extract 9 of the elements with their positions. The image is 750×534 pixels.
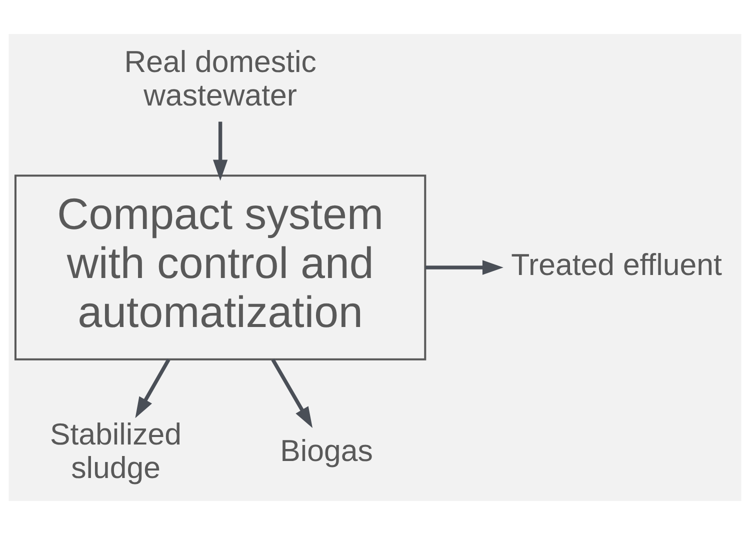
node-text: Treated effluent <box>511 248 722 282</box>
arrow <box>135 358 170 418</box>
node-text: Real domestic wastewater <box>124 45 316 112</box>
arrow <box>271 358 313 428</box>
node-text: Biogas <box>280 434 373 468</box>
arrow <box>212 121 228 180</box>
node-box: Compact system with control and automatization <box>14 174 426 360</box>
arrow <box>425 260 504 274</box>
node-text: Stabilized sludge <box>50 418 182 485</box>
